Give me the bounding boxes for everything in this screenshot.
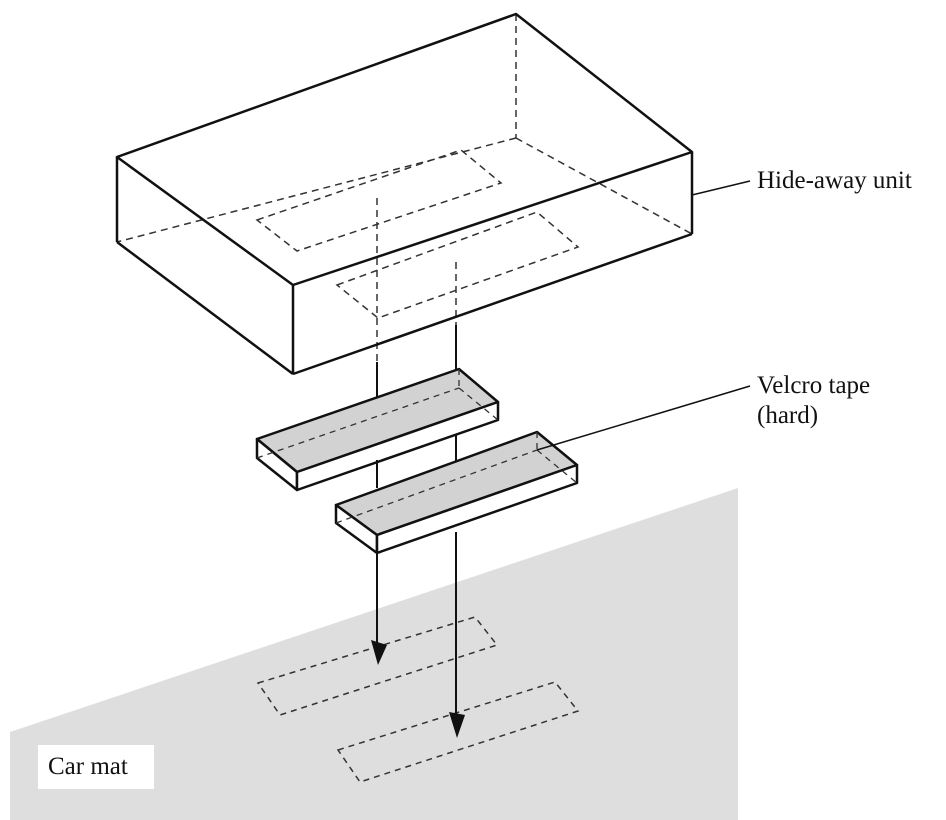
leader-lines bbox=[536, 180, 751, 451]
velcro-tape-strip-left bbox=[255, 367, 500, 492]
hidden-box-edges bbox=[116, 14, 693, 243]
visible-box-edges bbox=[115, 12, 694, 376]
velcro-tape-strip-right bbox=[334, 430, 579, 555]
hidden-guide-lines bbox=[376, 198, 457, 362]
car-mat-label: Car mat bbox=[48, 753, 128, 780]
mat-target-outlines bbox=[256, 616, 580, 783]
arrow-left-head bbox=[371, 640, 387, 665]
hide-away-unit-label: Hide-away unit bbox=[757, 167, 912, 194]
down-arrows bbox=[371, 532, 465, 738]
leader-line-velcro-tape bbox=[536, 385, 751, 451]
velcro-tape-label: Velcro tape bbox=[757, 372, 871, 399]
mat-target-outline-right bbox=[336, 681, 580, 783]
leader-line-hide-away-unit bbox=[691, 180, 751, 196]
car-mat-label-box bbox=[38, 745, 154, 789]
velcro-tape-sublabel: (hard) bbox=[757, 402, 819, 429]
car-mat-surface bbox=[10, 488, 738, 820]
hidden-inner-outlines bbox=[255, 149, 580, 319]
arrow-right-head bbox=[449, 712, 465, 738]
hide-away-unit-box bbox=[115, 12, 694, 376]
